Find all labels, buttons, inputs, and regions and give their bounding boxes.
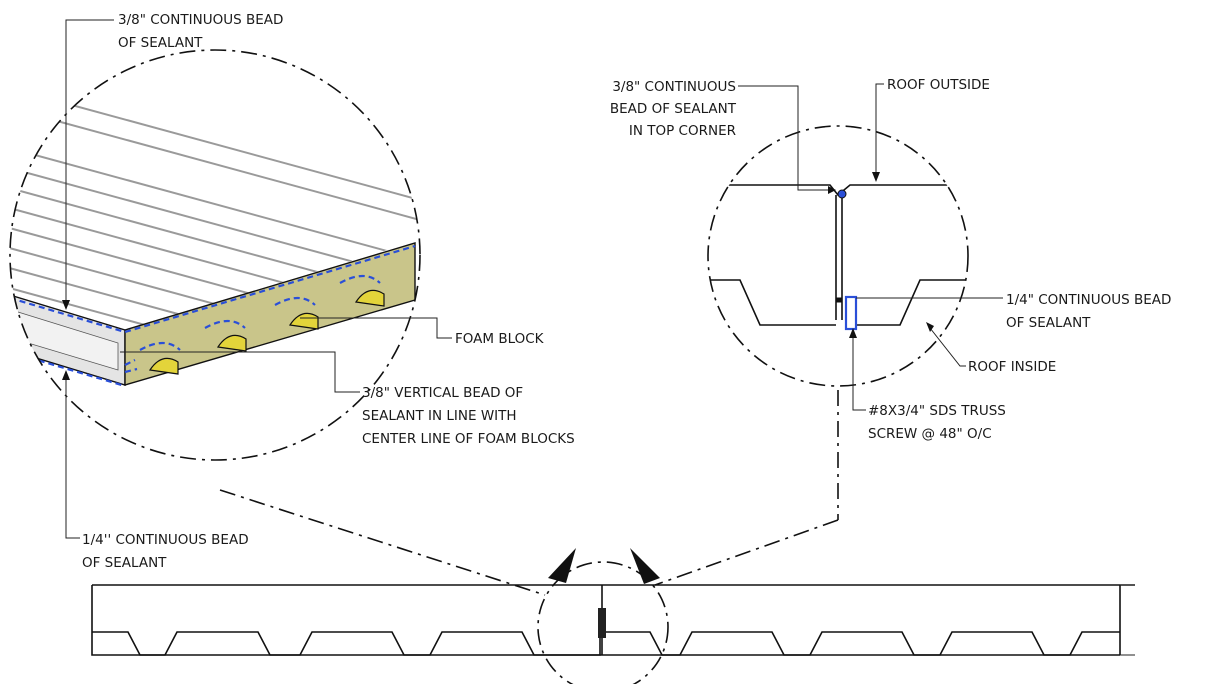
leader-lines xyxy=(62,19,1003,539)
svg-text:1/4'' CONTINUOUS BEAD: 1/4'' CONTINUOUS BEAD xyxy=(82,532,249,548)
svg-text:SEALANT IN LINE WITH: SEALANT IN LINE WITH xyxy=(362,408,517,424)
svg-text:3/8" VERTICAL BEAD OF: 3/8" VERTICAL BEAD OF xyxy=(362,385,523,401)
svg-text:ROOF INSIDE: ROOF INSIDE xyxy=(968,359,1056,375)
view-arrow-right xyxy=(630,548,660,584)
svg-text:BEAD OF SEALANT: BEAD OF SEALANT xyxy=(610,101,737,117)
callout-foam-block: FOAM BLOCK xyxy=(455,331,545,347)
callout-top-left-sealant: 3/8" CONTINUOUS BEAD OF SEALANT xyxy=(118,12,283,51)
svg-text:IN TOP CORNER: IN TOP CORNER xyxy=(629,123,736,139)
seam-section-view xyxy=(708,184,968,331)
callout-right-sealant: 1/4" CONTINUOUS BEAD OF SEALANT xyxy=(1006,292,1171,331)
svg-text:SCREW @ 48" O/C: SCREW @ 48" O/C xyxy=(868,426,992,442)
svg-text:1/4" CONTINUOUS BEAD: 1/4" CONTINUOUS BEAD xyxy=(1006,292,1171,308)
svg-text:FOAM BLOCK: FOAM BLOCK xyxy=(455,331,545,347)
svg-text:OF SEALANT: OF SEALANT xyxy=(82,555,167,571)
callout-screw: #8X3/4" SDS TRUSS SCREW @ 48" O/C xyxy=(868,403,1006,442)
foam-blocks xyxy=(124,274,385,375)
callout-roof-inside: ROOF INSIDE xyxy=(968,359,1056,375)
callout-vertical-bead: 3/8" VERTICAL BEAD OF SEALANT IN LINE WI… xyxy=(362,385,575,447)
svg-text:ROOF OUTSIDE: ROOF OUTSIDE xyxy=(887,77,990,93)
callout-top-corner-sealant: 3/8" CONTINUOUS BEAD OF SEALANT IN TOP C… xyxy=(610,79,737,139)
svg-text:OF SEALANT: OF SEALANT xyxy=(1006,315,1091,331)
svg-text:3/8" CONTINUOUS: 3/8" CONTINUOUS xyxy=(612,79,736,95)
callout-roof-outside: ROOF OUTSIDE xyxy=(887,77,990,93)
svg-text:OF SEALANT: OF SEALANT xyxy=(118,35,203,51)
left-detail-circle xyxy=(9,49,421,461)
svg-text:3/8" CONTINUOUS BEAD: 3/8" CONTINUOUS BEAD xyxy=(118,12,283,28)
view-arrow-left xyxy=(548,548,576,583)
svg-text:CENTER LINE OF FOAM BLOCKS: CENTER LINE OF FOAM BLOCKS xyxy=(362,431,575,447)
full-panel-section xyxy=(91,548,1135,684)
callout-bottom-left-sealant: 1/4'' CONTINUOUS BEAD OF SEALANT xyxy=(82,532,249,571)
svg-text:#8X3/4" SDS TRUSS: #8X3/4" SDS TRUSS xyxy=(868,403,1006,419)
detail-connectors xyxy=(219,390,839,596)
right-detail-circle xyxy=(707,125,969,387)
